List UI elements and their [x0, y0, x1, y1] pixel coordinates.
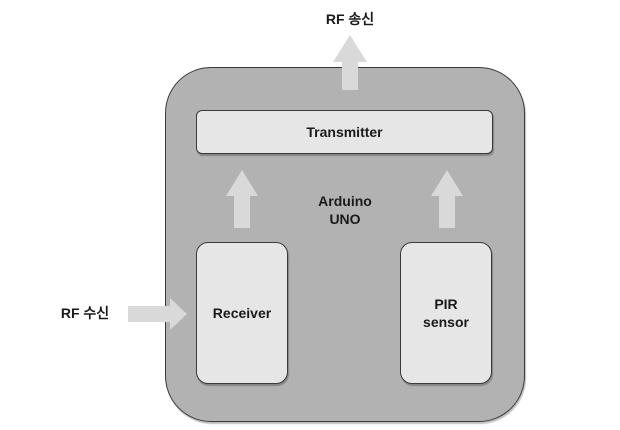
transmitter-label: Transmitter	[306, 124, 383, 140]
arduino-label-line1: Arduino	[318, 193, 372, 209]
transmitter-module: Transmitter	[196, 110, 493, 154]
pir-label-line2: sensor	[423, 314, 469, 330]
pir-sensor-module: PIR sensor	[400, 242, 492, 384]
rf-send-label: RF 송신	[325, 11, 375, 27]
receiver-module: Receiver	[196, 242, 288, 384]
arduino-label-line2: UNO	[329, 211, 361, 227]
pir-label-line1: PIR	[434, 296, 458, 312]
arduino-uno-label: Arduino UNO	[295, 192, 395, 228]
receiver-label: Receiver	[212, 305, 272, 321]
rf-receive-label: RF 수신	[60, 305, 110, 321]
